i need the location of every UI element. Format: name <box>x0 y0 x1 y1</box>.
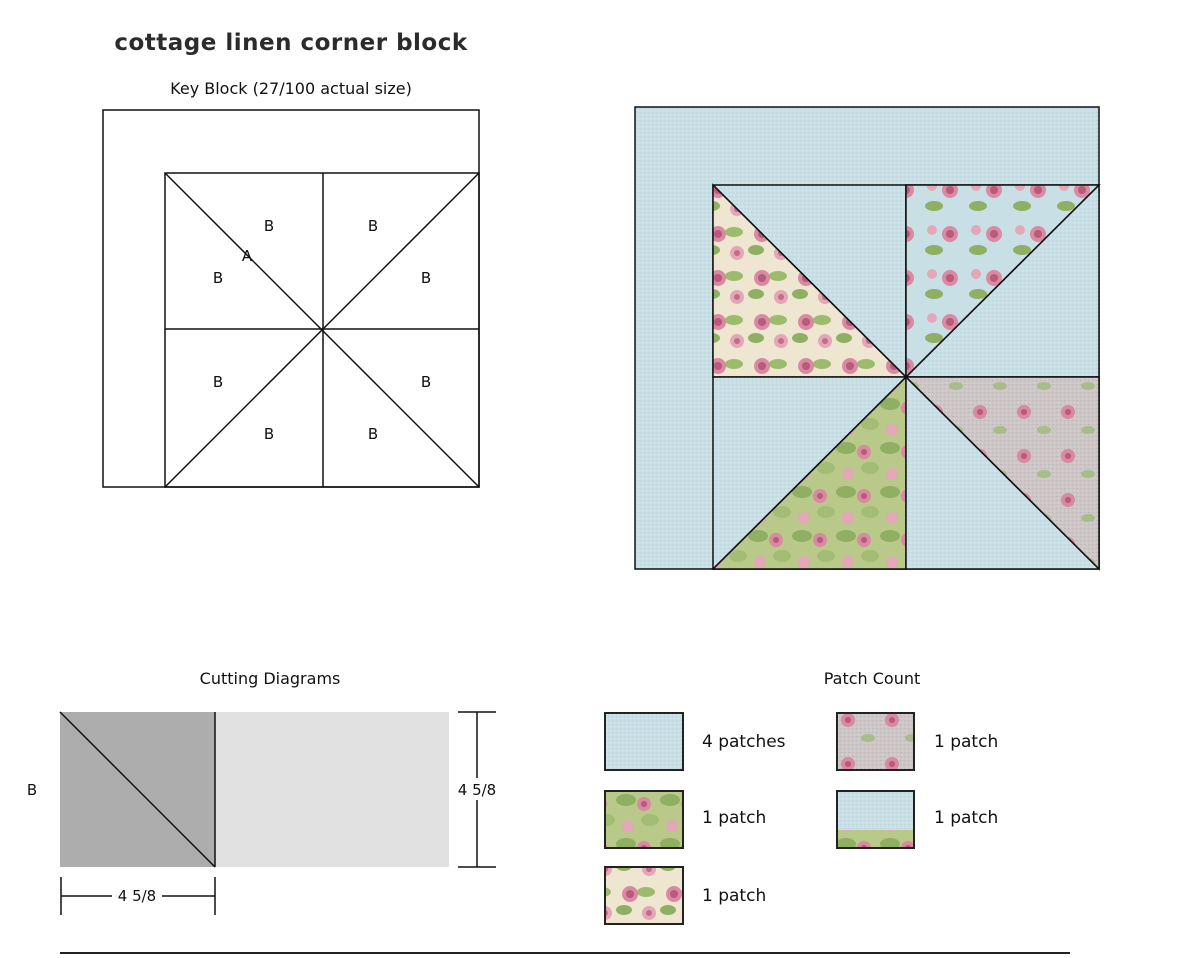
swatch-blue-floral-strip <box>836 790 915 849</box>
key-label-b: B <box>264 217 274 235</box>
cut-width-dimension: 4 5/8 <box>118 887 156 905</box>
swatch-cream-floral <box>604 866 684 925</box>
fabric-preview-block <box>634 106 1101 571</box>
swatch-blue <box>604 712 684 771</box>
cut-piece-label: B <box>27 781 37 799</box>
patch-count-label: 1 patch <box>934 732 999 752</box>
key-label-b: B <box>213 373 223 391</box>
page-title: cottage linen corner block <box>114 30 468 56</box>
cutting-diagrams-caption: Cutting Diagrams <box>199 669 341 688</box>
swatch-green-floral <box>604 790 684 849</box>
patch-count-caption: Patch Count <box>823 669 921 688</box>
key-block-inner <box>164 172 480 488</box>
key-label-b: B <box>421 269 431 287</box>
bottom-divider <box>60 952 1070 954</box>
key-label-b: B <box>368 425 378 443</box>
key-block-caption: Key Block (27/100 actual size) <box>170 79 412 98</box>
key-label-b: B <box>213 269 223 287</box>
key-label-a: A <box>242 247 253 265</box>
key-label-b: B <box>264 425 274 443</box>
key-block-diagonal-2 <box>164 172 480 488</box>
swatch-grey-floral <box>836 712 915 771</box>
cut-height-dimension: 4 5/8 <box>458 781 496 799</box>
patch-swatches <box>604 712 915 925</box>
patch-count-label: 4 patches <box>702 732 786 752</box>
patch-count-label: 1 patch <box>934 808 999 828</box>
cut-strip-light <box>215 712 449 867</box>
cutting-diagram: B 4 5/8 4 5/8 <box>27 711 496 915</box>
patch-count-label: 1 patch <box>702 808 767 828</box>
patch-count-label: 1 patch <box>702 886 767 906</box>
key-label-b: B <box>368 217 378 235</box>
key-label-b: B <box>421 373 431 391</box>
